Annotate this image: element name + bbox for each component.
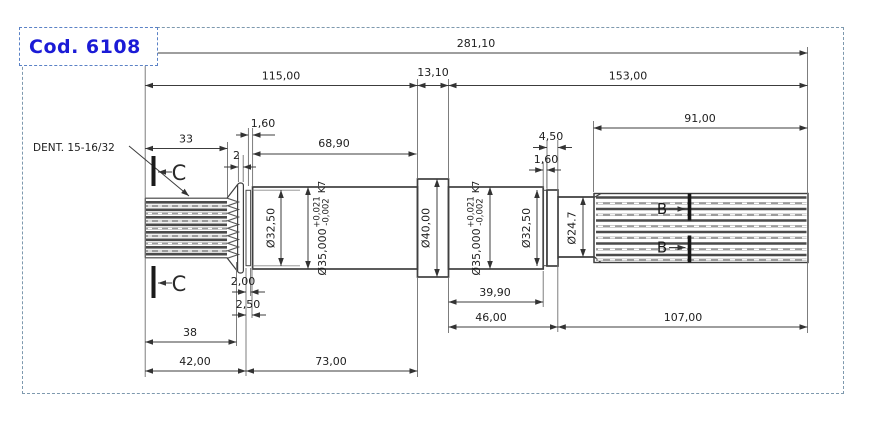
dim-groove-w-label: 2,00 [231,275,256,288]
code-label: Cod. 6108 [29,35,141,58]
section-b-label-bottom: B [657,239,667,257]
dia-35-right-tol-plus: +0,021 [467,196,477,227]
dim-relief-right-label: 1,60 [534,153,559,166]
dim-relief-left-label: 1,60 [251,117,276,130]
flange [546,189,559,267]
dim-spline-len: 33 [145,133,228,152]
dim-right-span-label: 153,00 [609,70,648,83]
dim-overall-label: 281,10 [457,37,496,50]
dim-38-label: 38 [183,326,197,339]
dim-seat-left-len-label: 68,90 [318,137,350,150]
dim-groove-pos: 2,50 [232,298,266,318]
dim-spline-len-label: 33 [179,133,193,146]
dia-3250-left-label: Ø32,50 [265,208,278,248]
spline-teeth-tips [225,197,241,259]
dia-35-right-fit: K7 [471,181,482,193]
section-b-label-top: B [657,200,667,218]
dim-thread-len: 91,00 [593,112,808,131]
dia-35-right-tol-minus: -0,002 [476,198,486,225]
dim-73-label: 73,00 [315,355,347,368]
spline-section-left [144,197,241,259]
extension-lines [144,47,808,377]
dim-flange-len: 4,50 [533,130,572,151]
shoulder-lip [237,182,245,274]
dim-left-span-label: 115,00 [262,70,301,83]
dia-3250-right: Ø32,50 [520,190,540,266]
cone-transition [226,182,252,274]
dia-3250-left: Ø32,50 [265,190,284,266]
dim-relief-left: 1,60 [236,117,276,138]
section-mark-b-bottom: B [657,235,692,263]
dim-step-2-label: 2 [233,149,240,162]
dim-10700-label: 107,00 [664,311,703,324]
dia-40-label: Ø40,00 [420,208,433,248]
section-mark-c-top: C [151,156,187,186]
dim-collar-width-label: 13,10 [417,66,449,79]
spline-section-right [593,192,809,264]
dim-overall: 281,10 [145,37,808,56]
spline-note-label: DENT. 15-16/32 [33,142,115,154]
spline-note: DENT. 15-16/32 [33,142,190,197]
dia-35-left-tol-minus: -0,002 [322,198,332,225]
relief-groove-left [245,189,252,267]
dim-thread-len-label: 91,00 [684,112,716,125]
dim-38: 38 [145,326,237,345]
dim-collar-width: 13,10 [417,66,449,89]
dim-left-span: 115,00 [145,70,418,89]
dim-73: 73,00 [246,355,418,374]
dim-42: 42,00 [145,355,246,374]
dia-35-left-tol-plus: +0,021 [313,196,323,227]
dia-35-left: Ø35,000 +0,021 -0,002 K7 [305,181,332,276]
dia-247-label: Ø24.7 [566,211,579,244]
dia-35-left-fit: K7 [317,181,328,193]
dim-10700: 107,00 [557,311,808,330]
dim-42-label: 42,00 [179,355,211,368]
dim-3990-label: 39,90 [479,286,511,299]
dia-3250-right-label: Ø32,50 [520,208,533,248]
section-c-label-top: C [172,161,187,185]
dim-groove-w: 2,00 [231,275,265,295]
dia-35-right-nominal: Ø35,000 [470,228,483,275]
drawing-frame [22,27,844,394]
dia-35-left-nominal: Ø35,000 [316,228,329,275]
section-mark-c-bottom: C [151,266,187,298]
dim-relief-right: 1,60 [529,153,561,173]
dia-35-right: Ø35,000 +0,021 -0,002 K7 [467,181,493,276]
section-mark-b-top: B [657,193,692,221]
dim-4600: 46,00 [448,311,558,330]
dim-flange-len-label: 4,50 [539,130,564,143]
dia-40: Ø40,00 [420,179,440,277]
section-c-label-bottom: C [172,272,187,296]
dim-3990: 39,90 [448,286,544,305]
dia-247: Ø24.7 [566,197,586,257]
dim-4600-label: 46,00 [475,311,507,324]
dim-groove-pos-label: 2,50 [236,298,261,311]
dim-seat-left-len: 68,90 [252,137,417,157]
code-box: Cod. 6108 [19,27,158,66]
dim-right-span: 153,00 [448,70,808,89]
dim-step-2: 2 [224,149,256,170]
